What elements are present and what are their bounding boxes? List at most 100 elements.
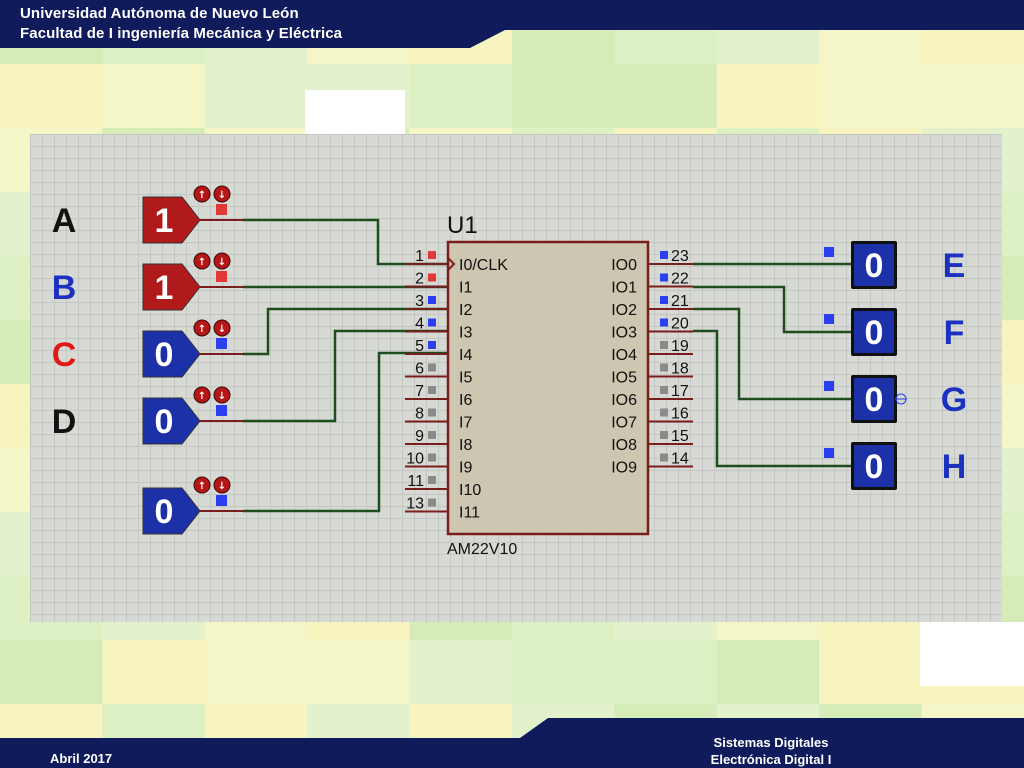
pin-state-icon [660,431,668,439]
probe-value: 0 [865,247,884,285]
arrow-up-icon: ↑ [198,481,206,492]
pin-number: 20 [671,316,689,333]
pin-state-icon [660,363,668,372]
pin-state-icon [660,273,668,282]
pin-name: IO3 [611,325,637,342]
pin-state-icon [428,408,436,417]
pin-name: I1 [459,280,472,297]
arrow-up-icon: ↑ [198,391,206,402]
chip-body [446,240,650,536]
toggle-down-button[interactable] [213,319,231,337]
pin-number: 22 [671,271,689,288]
probe-state-icon [824,247,834,257]
switch-value: 0 [155,403,174,441]
pin-name: IO0 [611,257,637,274]
probe-state-icon [824,314,834,324]
arrow-up-icon: ↑ [198,190,206,201]
toggle-down-button[interactable] [213,252,231,270]
background-tile [409,64,513,129]
switch-body [142,487,201,535]
logic-state-switch[interactable]: 1↑↓ [142,185,243,244]
background-tile [819,640,923,705]
pin-name: I11 [459,505,480,522]
logic-probe-e: 0 [824,241,897,289]
output-label-g: G [941,381,967,419]
toggle-down-button[interactable] [213,476,231,494]
probe-value: 0 [865,381,884,419]
input-label-a: A [52,202,77,240]
arrow-down-icon: ↓ [218,391,226,402]
chip-reference: U1 [447,212,478,239]
pin-number: 11 [407,473,424,490]
pin-state-icon [428,273,436,282]
pin-name: IO1 [611,280,637,297]
arrow-down-icon: ↓ [218,257,226,268]
switch-body [142,397,201,445]
pin-name: IO5 [611,370,637,387]
background-tile [204,64,309,129]
background-tile [716,64,821,129]
background-tile [102,64,206,129]
pin-name: IO2 [611,302,637,319]
footer-banner [0,718,1024,768]
footer-date: Abril 2017 [50,751,113,766]
pin-state-icon [660,408,668,417]
state-indicator-icon [216,495,227,506]
logic-state-switch[interactable]: 0↑↓ [142,476,243,535]
background-tile [305,90,405,134]
background-tile [512,640,616,705]
logic-probe-g: 0 [824,375,897,423]
pin-number: 5 [415,338,424,355]
pin-name: I10 [459,482,481,499]
background-tile [920,622,1024,686]
wire [693,329,851,468]
state-indicator-icon [216,338,227,349]
background-tile [204,640,309,705]
probe-display [854,311,894,353]
background-tile [102,640,206,705]
arrow-down-icon: ↓ [218,481,226,492]
header-university: Universidad Autónoma de Nuevo León [20,5,299,22]
pin-name: I9 [459,460,472,477]
wire [243,307,448,356]
logic-state-switch[interactable]: 0 ↑ ↓ [142,386,243,445]
switch-value: 1 [155,202,174,240]
pin-state-icon [428,341,436,349]
background-tile [0,640,104,705]
wire [693,307,851,401]
toggle-up-button[interactable] [193,476,211,494]
header-faculty: Facultad de I ingeniería Mecánica y Eléc… [20,25,343,42]
toggle-up-button[interactable] [193,386,211,404]
toggle-up-button[interactable] [193,319,211,337]
pin-name: I5 [459,370,472,387]
pin-state-icon [428,386,436,394]
input-label-d: D [52,403,77,441]
footer-course-line1: Sistemas Digitales [713,735,829,750]
background-tile [307,640,411,705]
background-tile [614,640,718,705]
slide-footer: Abril 2017 Sistemas Digitales Electrónic… [0,718,1024,768]
logic-state-switch[interactable]: 0↑↓ [142,319,243,378]
background-tile [512,64,616,129]
pin-number: 18 [671,361,689,378]
chip-part-number: AM22V10 [447,541,517,558]
pin-state-icon [428,453,436,462]
state-indicator-icon [216,405,227,416]
pin-name: I3 [459,325,472,342]
wire [693,285,851,334]
toggle-down-button[interactable] [213,185,231,203]
toggle-up-button[interactable] [193,252,211,270]
pin-name: I4 [459,347,472,364]
arrow-up-icon: ↑ [198,324,206,335]
toggle-down-button[interactable] [213,386,231,404]
pin-number: 1 [415,248,424,265]
switch-value: 1 [155,269,174,307]
pin-number: 3 [415,293,424,310]
header-banner [0,0,1024,48]
logic-state-switch[interactable]: 1↑↓ [142,252,243,311]
pin-name: I7 [459,415,472,432]
pin-number: 17 [671,383,689,400]
probe-display [854,445,894,487]
toggle-up-button[interactable] [193,185,211,203]
